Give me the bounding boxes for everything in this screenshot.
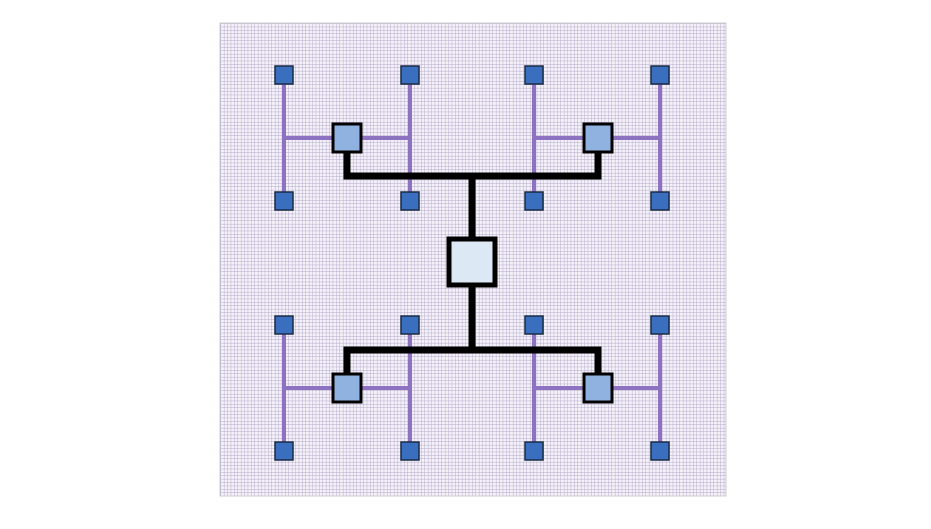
leaf-node: [650, 315, 670, 335]
leaf-node: [274, 191, 294, 211]
mid-node: [331, 372, 363, 404]
trunk-wire: [343, 138, 602, 388]
mid-node: [331, 122, 363, 154]
mid-node: [582, 122, 614, 154]
leaf-node: [274, 315, 294, 335]
leaf-node: [524, 65, 544, 85]
mid-node: [582, 372, 614, 404]
leaf-node: [650, 191, 670, 211]
leaf-node: [274, 441, 294, 461]
leaf-node: [650, 441, 670, 461]
leaf-node: [400, 191, 420, 211]
leaf-node: [524, 441, 544, 461]
leaf-node: [524, 191, 544, 211]
leaf-node: [650, 65, 670, 85]
leaf-node: [400, 441, 420, 461]
leaf-node: [400, 315, 420, 335]
leaf-node: [274, 65, 294, 85]
leaf-node: [524, 315, 544, 335]
root-node: [446, 236, 498, 288]
leaf-node: [400, 65, 420, 85]
